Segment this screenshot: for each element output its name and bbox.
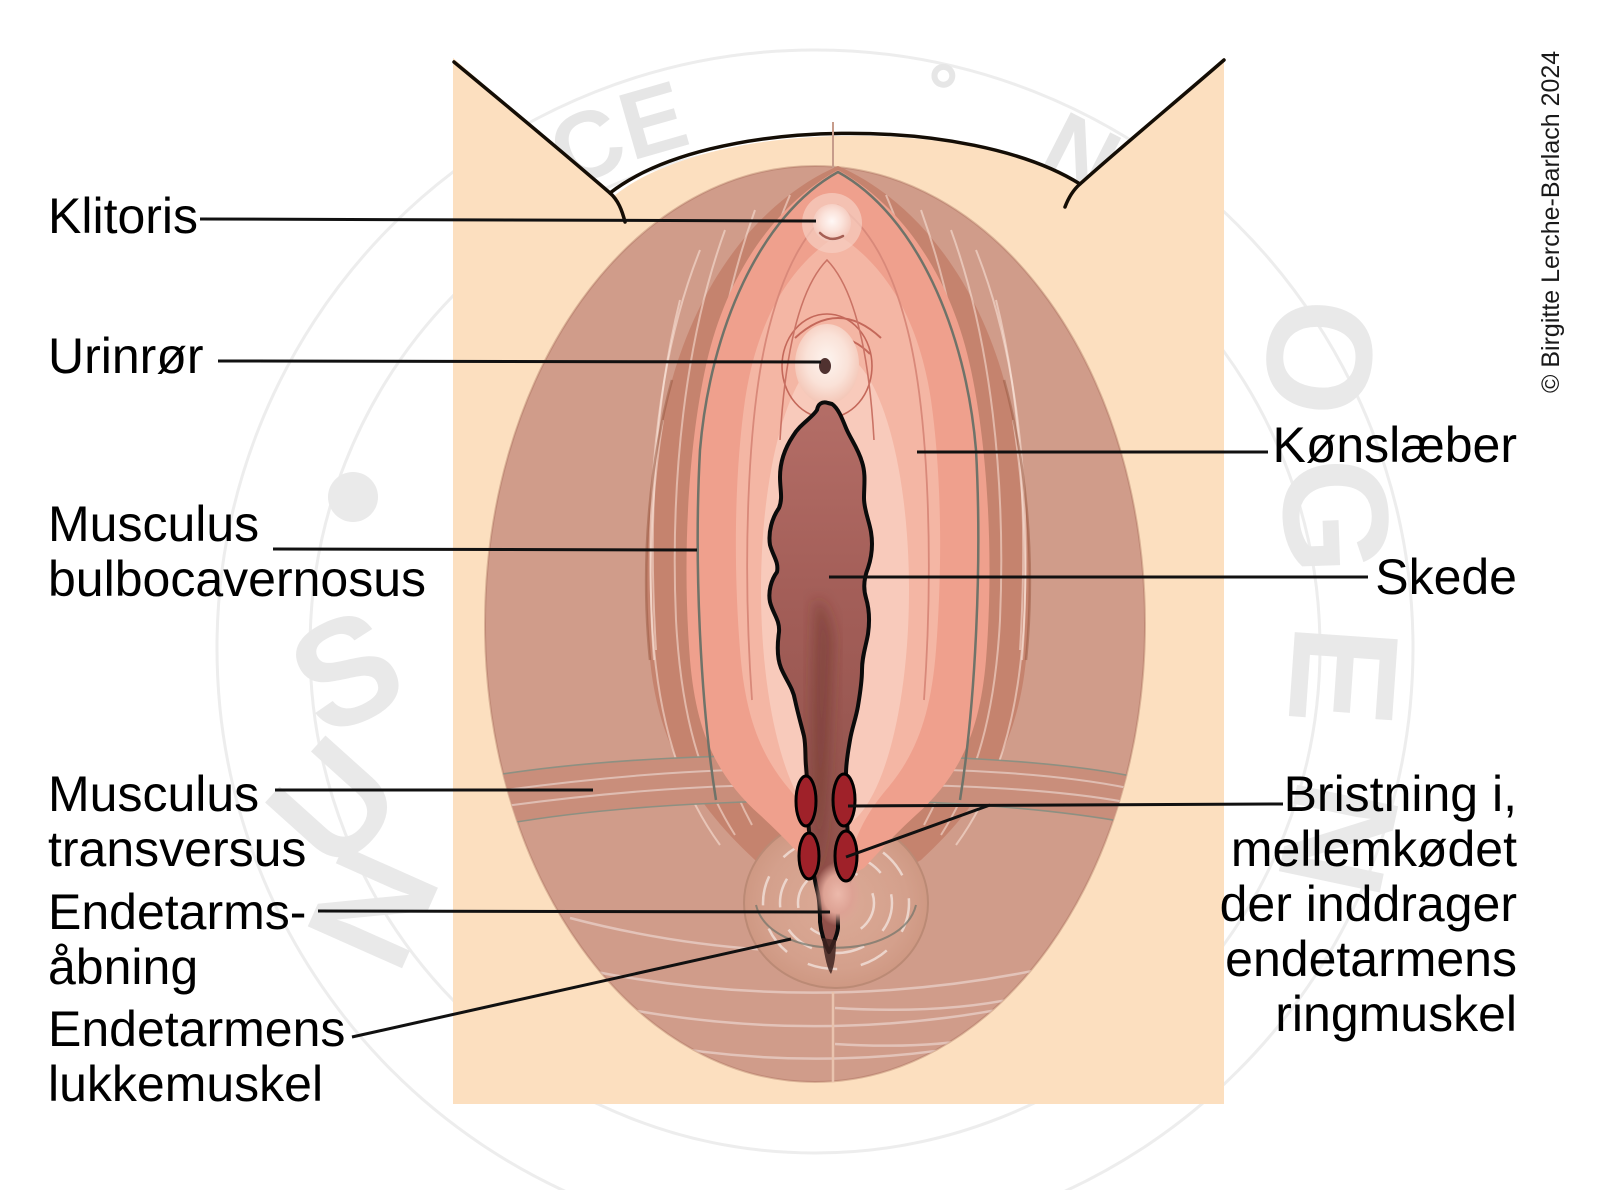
watermark-letter: E (1257, 620, 1432, 732)
leader-bristning-2 (845, 803, 991, 859)
label-endetarmens-lukkemuskel: Endetarmens lukkemuskel (48, 1001, 346, 1112)
leader-bulbocavernosus (272, 547, 698, 552)
watermark-letter: G (1250, 455, 1422, 577)
label-urinror: Urinrør (48, 328, 204, 384)
label-musculus-bulbocavernosus: Musculus bulbocavernosus (48, 496, 427, 607)
label-klitoris: Klitoris (48, 188, 199, 244)
leader-lines (199, 217, 1368, 1039)
leader-urinror (217, 359, 822, 364)
label-skede: Skede (1375, 549, 1517, 605)
leader-endetarms-abning (317, 909, 831, 914)
urethra-opening (795, 324, 859, 404)
leader-lukkemuskel (351, 937, 792, 1039)
copyright-text: © Birgitte Lerche-Barlach 2024 (1537, 50, 1565, 393)
label-endetarms-abning: Endetarms- åbning (48, 884, 307, 995)
label-musculus-transversus: Musculus transversus (48, 766, 307, 877)
label-bristning: Bristning i, mellemkødet der inddrager e… (1219, 766, 1517, 1042)
watermark-letter: O (1230, 291, 1409, 425)
label-konslaber: Kønslæber (1272, 417, 1517, 473)
clitoris (802, 193, 862, 253)
leader-bristning-1 (847, 802, 1284, 808)
watermark-dot (328, 472, 378, 522)
mons-outline (452, 58, 1226, 224)
leader-klitoris (199, 217, 817, 223)
tear-tip (822, 938, 836, 974)
